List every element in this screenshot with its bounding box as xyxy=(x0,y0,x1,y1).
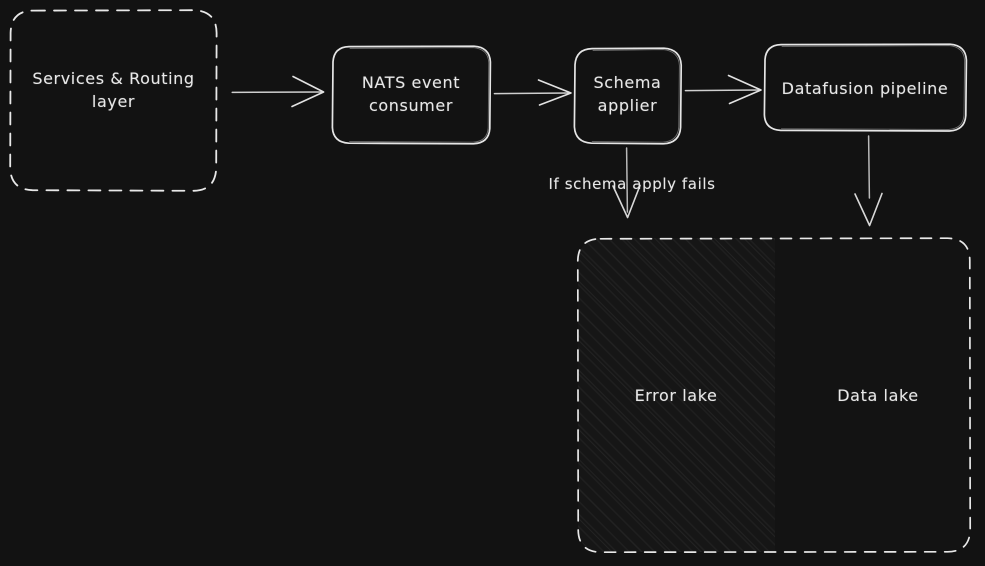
services-routing-layer-shape[interactable] xyxy=(9,9,218,192)
nats-event-consumer-hit[interactable] xyxy=(332,46,490,144)
data-lake-hit[interactable] xyxy=(775,238,970,552)
error-lake-region[interactable] xyxy=(578,238,775,552)
lake-zone-group xyxy=(576,237,972,554)
error-lake-hit[interactable] xyxy=(578,238,775,552)
nats-event-consumer-shape[interactable] xyxy=(331,45,492,145)
schema-applier-shape[interactable] xyxy=(573,47,683,145)
edge-schema-to-error-lake[interactable] xyxy=(612,147,641,219)
edge-services-to-nats[interactable] xyxy=(231,75,325,108)
datafusion-pipeline-hit[interactable] xyxy=(764,44,966,131)
schema-applier-hit[interactable] xyxy=(574,48,681,144)
edge-schema-to-datafusion[interactable] xyxy=(684,74,762,105)
data-lake-region[interactable] xyxy=(775,238,970,552)
edge-datafusion-to-data-lake[interactable] xyxy=(854,135,883,227)
edge-nats-to-schema[interactable] xyxy=(493,79,572,106)
services-routing-layer-hit[interactable] xyxy=(10,10,217,191)
datafusion-pipeline-shape[interactable] xyxy=(763,43,968,132)
lake-zone-border xyxy=(576,237,972,554)
